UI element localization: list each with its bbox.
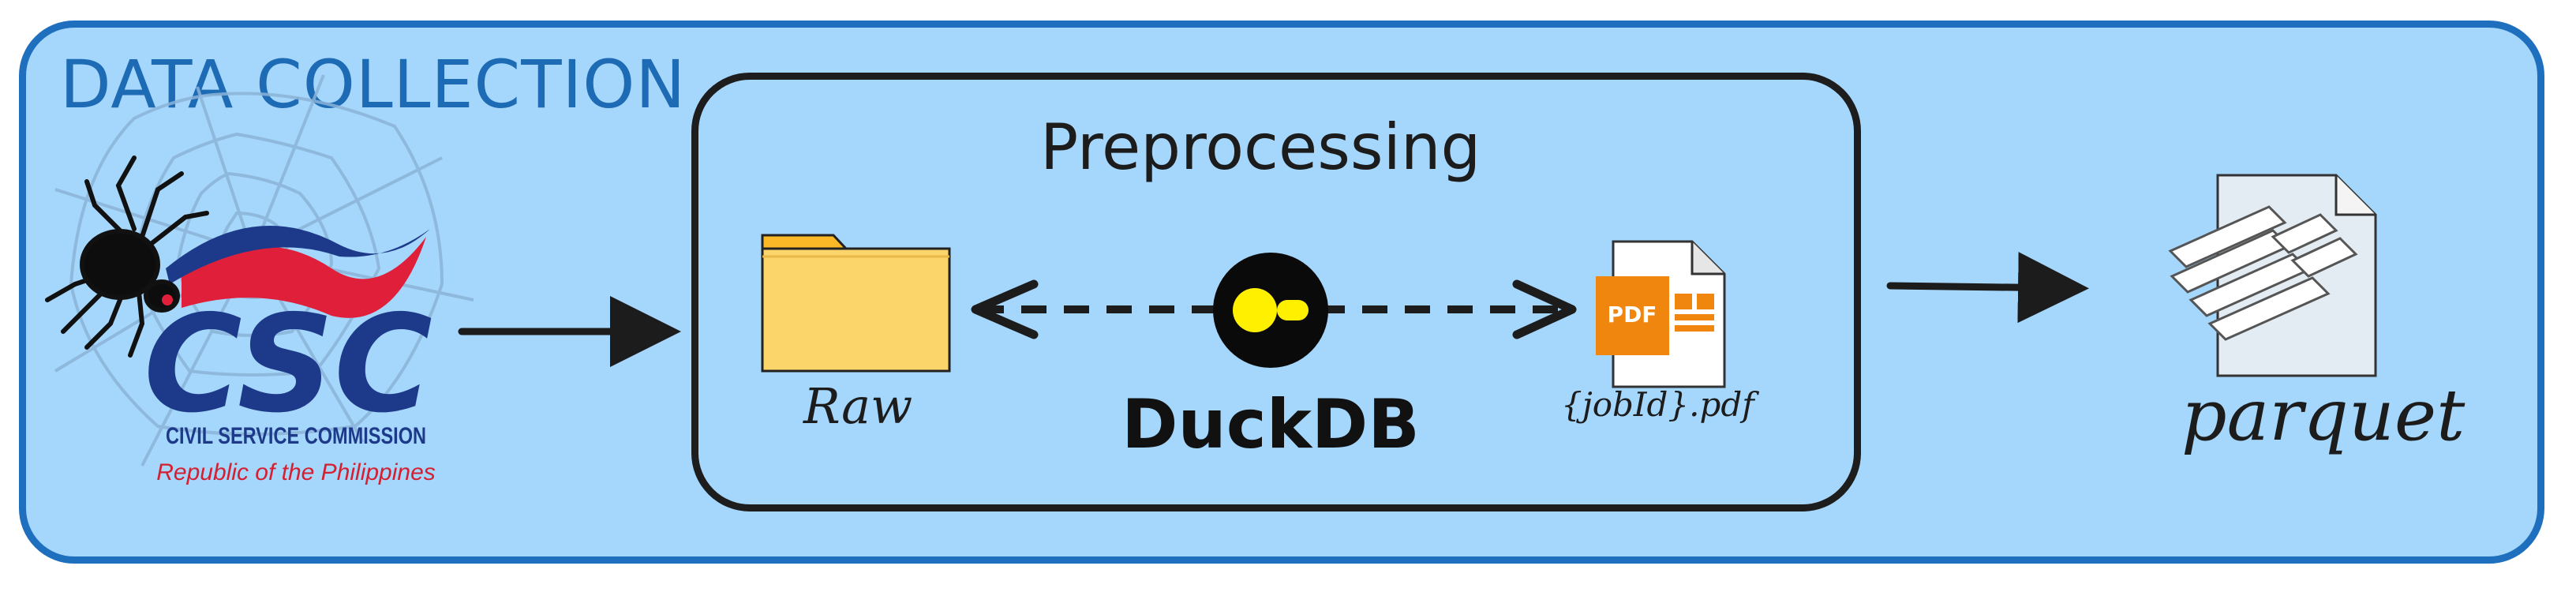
folder-icon (761, 234, 951, 373)
pdf-file-icon: PDF (1596, 240, 1726, 388)
raw-label: Raw (803, 377, 913, 435)
duckdb-icon (1213, 253, 1328, 368)
csc-subtitle: Republic of the Philippines (156, 459, 436, 485)
duckdb-label: DuckDB (1121, 385, 1420, 464)
csc-name: CIVIL SERVICE COMMISSION (166, 423, 426, 449)
arrow-to-parquet (1886, 252, 2089, 324)
preprocessing-title: Preprocessing (1040, 111, 1481, 184)
spider-icon (45, 155, 209, 358)
parquet-label: parquet (2181, 374, 2466, 457)
arrowhead-right (1512, 279, 1577, 339)
parquet-file-icon (2168, 174, 2377, 377)
pdf-file-label: {jobId}.pdf (1561, 385, 1754, 424)
preprocessing-box (691, 73, 1861, 511)
csc-logo: CSC CIVIL SERVICE COMMISSION Republic of… (144, 226, 436, 485)
pdf-badge: PDF (1608, 302, 1657, 328)
arrowhead-left (971, 279, 1039, 339)
section-title: DATA COLLECTION (60, 46, 687, 123)
csc-acronym: CSC (144, 287, 432, 443)
